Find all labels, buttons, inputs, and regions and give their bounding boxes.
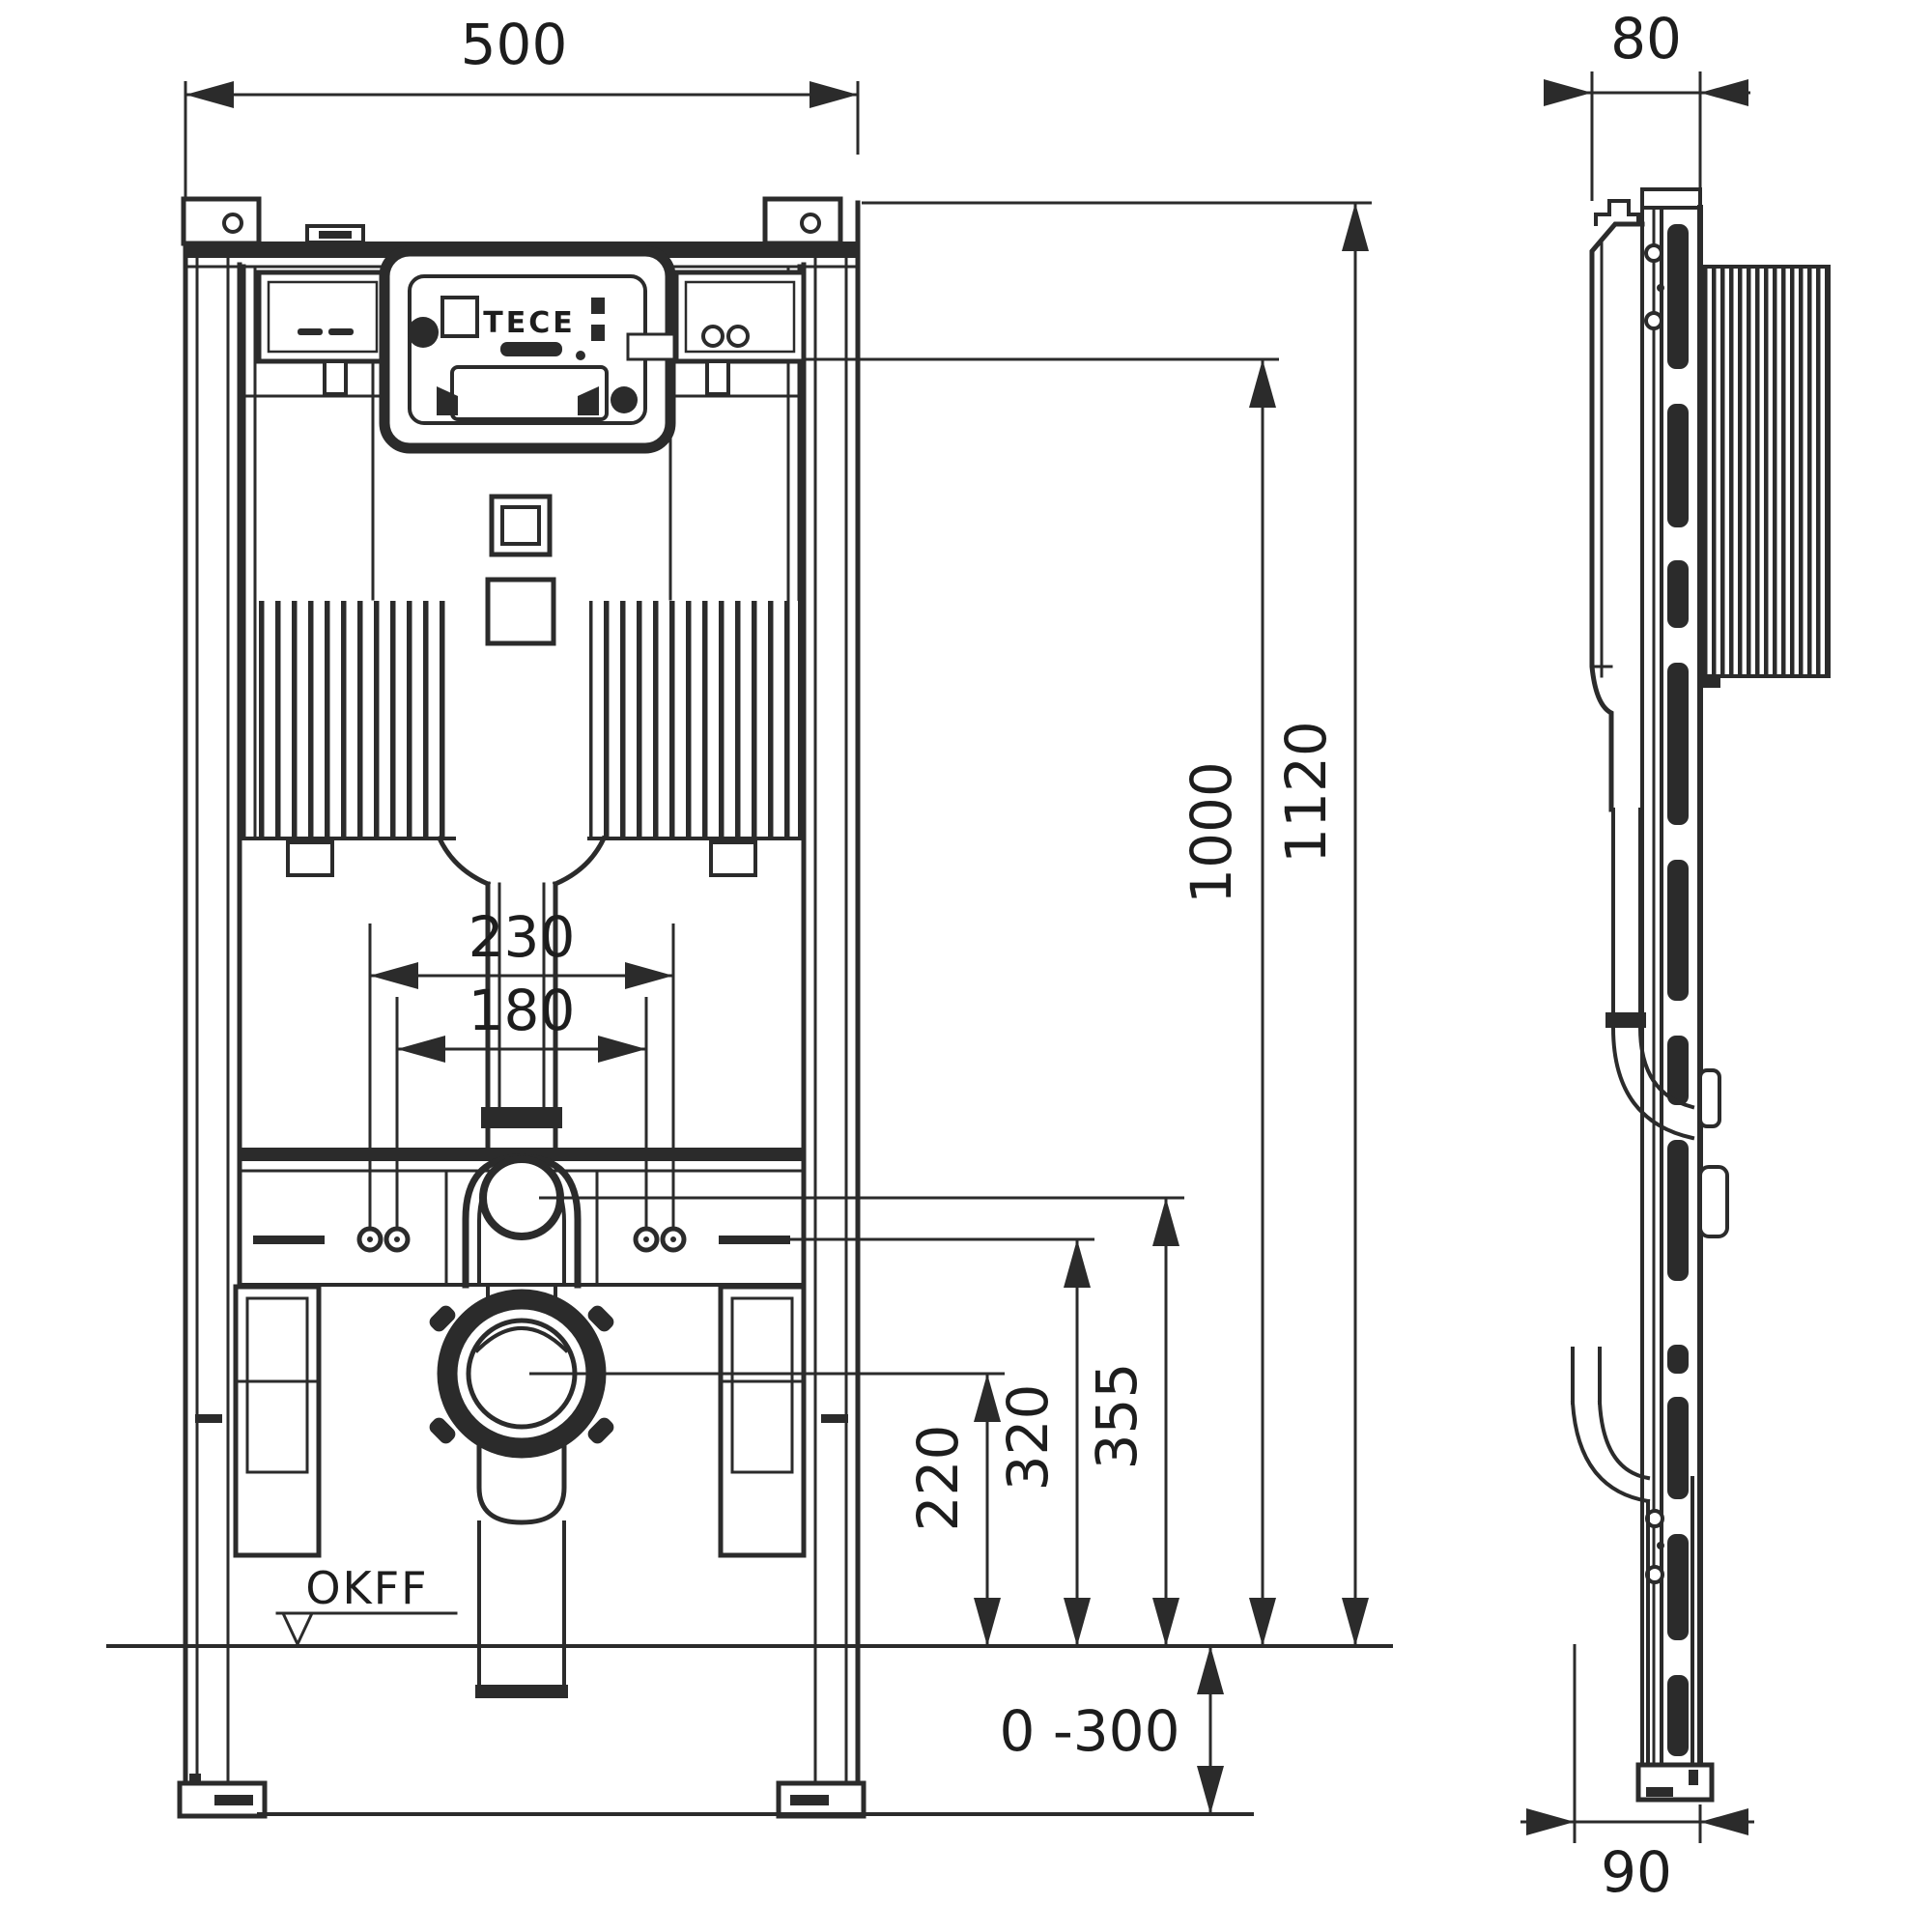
service-panel-left <box>256 270 389 364</box>
mounting-bracket-right <box>762 196 843 246</box>
dim-foot-extension: 0 -300 <box>1000 1646 1224 1814</box>
cistern: TECE <box>241 245 807 888</box>
dim-label-90: 90 <box>1601 1839 1672 1905</box>
drain-bend <box>429 1283 614 1698</box>
dim-height-320: 320 <box>790 1237 1094 1646</box>
dim-width-500: 500 <box>184 12 860 197</box>
inspection-box: TECE <box>379 245 676 454</box>
flush-pipe <box>481 881 562 1152</box>
dim-wall-offset-90: 90 <box>1520 1644 1754 1905</box>
wall-block <box>1701 265 1831 688</box>
dim-label-230: 230 <box>469 904 576 970</box>
mounting-bracket-left <box>181 196 262 246</box>
fixing-rail <box>238 1148 806 1289</box>
lower-panel-right <box>718 1284 807 1558</box>
foot-side <box>1635 1762 1715 1803</box>
dim-height-1120: 1120 <box>862 201 1372 1646</box>
floor-level-label: OKFF <box>305 1562 428 1614</box>
dim-depth-80: 80 <box>1544 6 1750 208</box>
dim-height-220: 220 <box>529 1372 1005 1646</box>
dim-label-80: 80 <box>1610 6 1682 71</box>
side-view: 80 <box>1520 6 1831 1905</box>
dim-label-1120: 1120 <box>1273 721 1339 864</box>
frame <box>177 196 867 1819</box>
dim-label-220: 220 <box>905 1425 971 1532</box>
dim-label-320: 320 <box>995 1384 1061 1492</box>
dim-label-500: 500 <box>461 12 568 77</box>
ribs-right <box>589 601 798 837</box>
dim-span-230: 230 <box>368 904 675 1227</box>
cistern-side <box>1589 199 1645 812</box>
dim-label-355: 355 <box>1084 1363 1150 1470</box>
front-view: 500 <box>106 12 1393 1819</box>
ribs-left <box>259 601 454 837</box>
dim-label-0-300: 0 -300 <box>1000 1698 1180 1764</box>
dim-height-355: 355 <box>539 1196 1184 1646</box>
brand-logo: TECE <box>483 306 575 340</box>
flush-bend-holder <box>462 1153 582 1289</box>
service-panel-right <box>673 270 807 364</box>
rail-slots <box>1667 224 1689 1756</box>
dim-height-1000: 1000 <box>802 357 1279 1646</box>
dim-label-180: 180 <box>469 978 576 1043</box>
dim-span-180: 180 <box>395 978 648 1227</box>
foot-left <box>177 1774 268 1819</box>
dim-label-1000: 1000 <box>1179 761 1244 904</box>
actuator-openings <box>485 494 556 646</box>
lower-panel-left <box>233 1284 322 1558</box>
foot-right <box>776 1780 867 1819</box>
flush-elbow-side <box>1605 808 1695 1141</box>
floor-level-marker: OKFF <box>275 1562 458 1648</box>
drain-elbow-side <box>1570 1347 1694 1767</box>
